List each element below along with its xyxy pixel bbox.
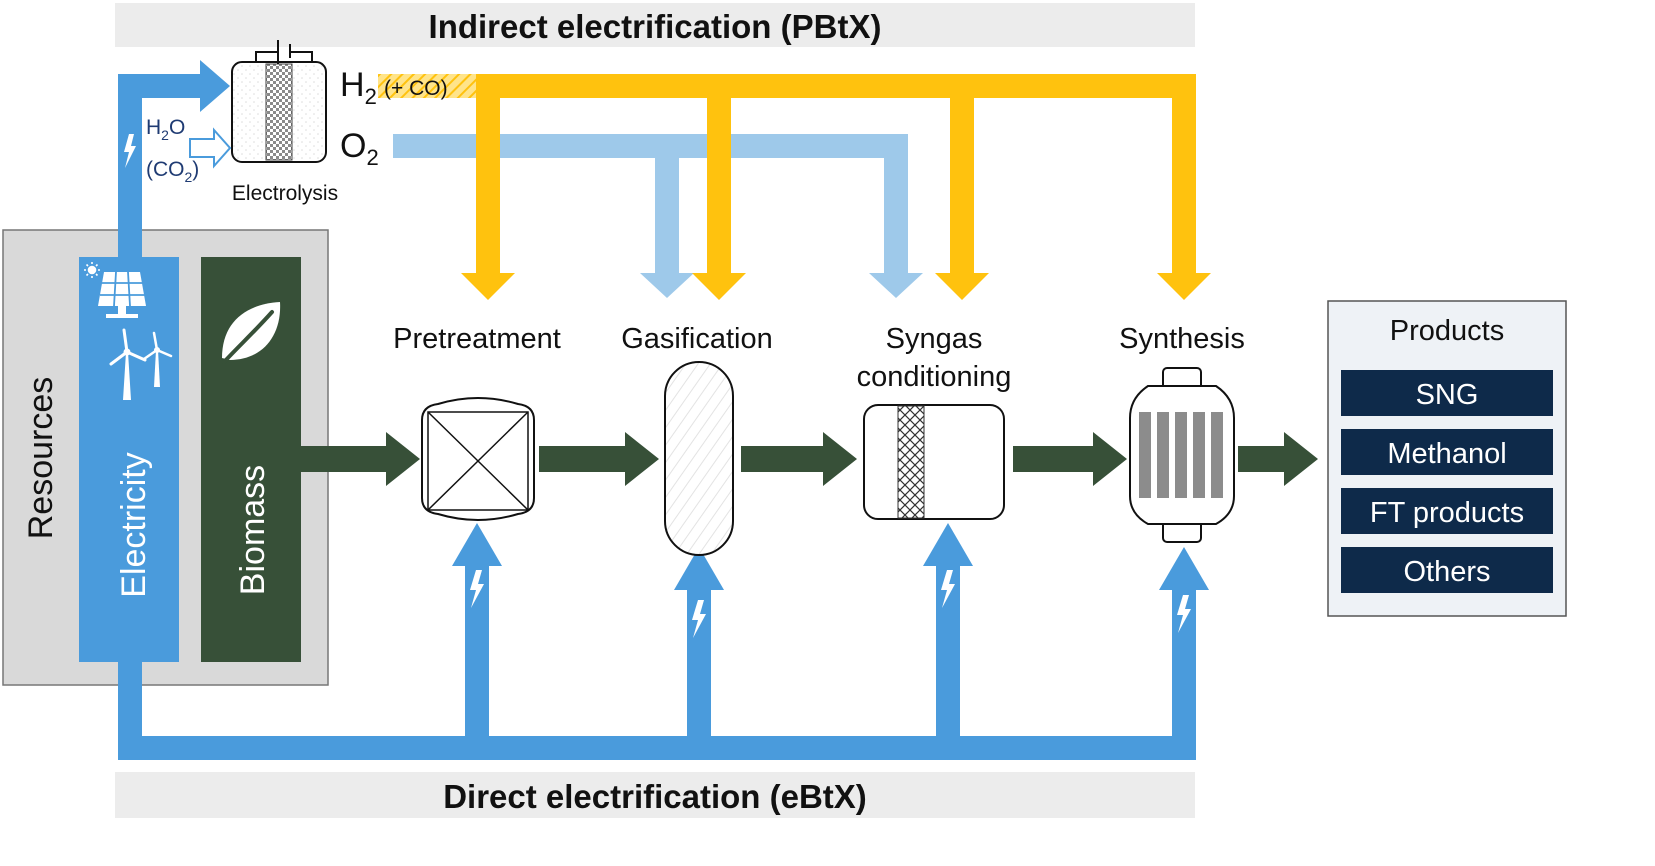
- leaf-icon: [222, 302, 281, 364]
- electrolysis-cell: [231, 40, 327, 163]
- biomass-label: Biomass: [234, 465, 272, 595]
- svg-text:O2: O2: [340, 127, 379, 170]
- lightning-icon: [124, 134, 136, 168]
- product-item: [1341, 429, 1553, 475]
- svg-text:H2O: H2O: [146, 116, 185, 143]
- syngas-label-line1: Syngas: [886, 323, 983, 355]
- indirect-electricity-line: [118, 60, 230, 260]
- water-input-label: H2O (CO2): [146, 116, 199, 185]
- h2-output-label: H2 (+ CO): [340, 66, 448, 109]
- co-hatched-segment: [378, 74, 476, 98]
- indirect-title: Indirect electrification (PBtX): [429, 8, 882, 45]
- electricity-column: [79, 257, 179, 662]
- synthesis-reactor: [1129, 367, 1235, 543]
- products-panel: Products SNG Methanol FT products Others: [1327, 300, 1567, 617]
- direct-title: Direct electrification (eBtX): [443, 778, 867, 815]
- product-item: [1341, 547, 1553, 593]
- gasifier-vessel: [664, 361, 734, 556]
- product-item: [1341, 370, 1553, 416]
- gasification-label: Gasification: [621, 323, 773, 355]
- direct-band: [115, 772, 1195, 818]
- pretreatment-reactor: [421, 397, 535, 521]
- o2-output-label: O2: [340, 127, 379, 170]
- solar-panel-icon: [98, 271, 146, 318]
- water-input-arrow: [189, 127, 232, 169]
- products-title: Products: [1390, 315, 1504, 347]
- product-item-label: Methanol: [1387, 438, 1506, 470]
- product-item-label: SNG: [1416, 379, 1479, 411]
- resources-title: Resources: [22, 377, 60, 540]
- product-item-label: Others: [1403, 556, 1490, 588]
- synthesis-label: Synthesis: [1119, 323, 1245, 355]
- biomass-flow-arrows: [301, 432, 1318, 486]
- product-item: [1341, 488, 1553, 534]
- electricity-label: Electricity: [115, 452, 153, 597]
- product-item-label: FT products: [1370, 497, 1524, 529]
- hydrogen-network: [461, 74, 1211, 300]
- lightning-icon: [941, 570, 955, 608]
- wind-turbine-icon: [109, 328, 173, 400]
- svg-text:(+ CO): (+ CO): [384, 77, 448, 100]
- sun-icon: [84, 262, 100, 278]
- lightning-icon: [470, 570, 484, 608]
- lightning-icon: [1177, 595, 1191, 633]
- syngas-label-line2: conditioning: [857, 361, 1012, 393]
- electrolysis-label: Electrolysis: [232, 182, 338, 205]
- svg-text:H2: H2: [340, 66, 377, 109]
- svg-text:(CO2): (CO2): [146, 158, 199, 185]
- syngas-conditioning-vessel: [863, 404, 1005, 520]
- lightning-icon: [692, 600, 706, 638]
- indirect-band: [115, 3, 1195, 47]
- pretreatment-label: Pretreatment: [393, 323, 561, 355]
